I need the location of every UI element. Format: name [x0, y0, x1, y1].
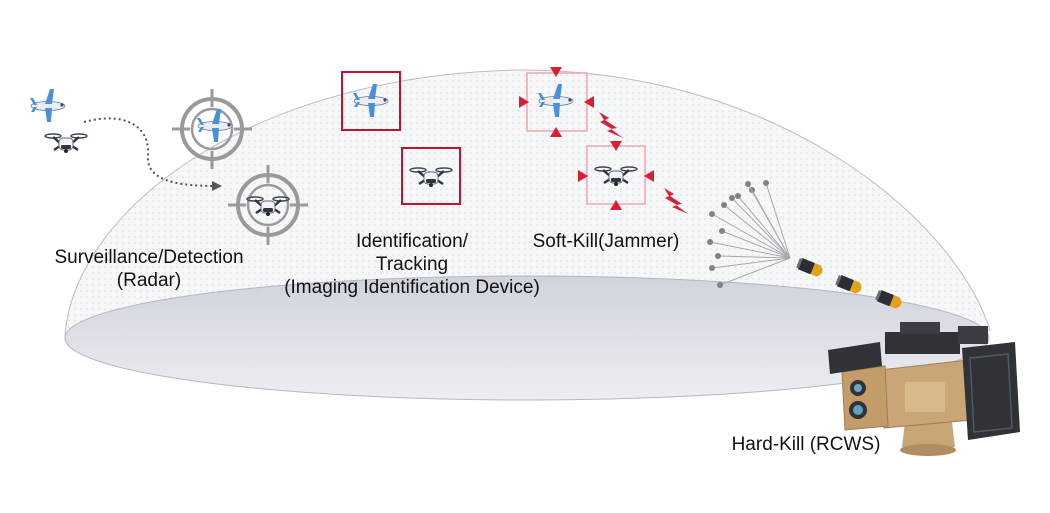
protection-dome	[64, 69, 991, 401]
jamming-markers-quad	[578, 141, 654, 210]
surveillance-label-line1: Surveillance/Detection	[54, 247, 244, 268]
identification-label: Identification/ Tracking (Imaging Identi…	[262, 230, 562, 299]
surveillance-label-line2: (Radar)	[116, 270, 182, 291]
fragment-ray	[711, 213, 791, 259]
softkill-label: Soft-Kill(Jammer)	[516, 230, 696, 253]
surveillance-stage	[29, 87, 310, 247]
fragment-pellet	[745, 181, 751, 187]
surveillance-label: Surveillance/Detection (Radar)	[34, 246, 264, 292]
fragment-pellet	[729, 195, 735, 201]
fragment-ray	[709, 241, 791, 259]
fragment-pellet	[735, 193, 741, 199]
fragment-pellet	[709, 211, 715, 217]
softkill-label-line1: Soft-Kill(Jammer)	[532, 231, 680, 252]
fragment-ray	[723, 204, 791, 259]
fragment-pellet	[719, 228, 725, 234]
jamming-markers-plane	[519, 67, 594, 137]
fragment-ray	[731, 197, 791, 259]
tracking-frame-quad	[401, 147, 461, 205]
identification-label-line3: (Imaging Identification Device)	[284, 277, 540, 298]
fragment-ray	[721, 230, 791, 259]
fragment-ray	[719, 257, 791, 286]
fragment-ray	[737, 195, 791, 259]
identification-label-line1: Identification/	[356, 231, 468, 252]
hardkill-label: Hard-Kill (RCWS)	[716, 433, 896, 456]
softkill-stage	[519, 67, 688, 214]
quadcopter-drone-icon	[43, 132, 89, 155]
fragment-ray	[711, 257, 791, 269]
identification-stage	[341, 71, 461, 205]
fragment-pellet	[715, 253, 721, 259]
detection-path-arrow	[83, 117, 216, 187]
fragment-pellet	[717, 282, 723, 288]
fragment-ray	[747, 183, 791, 259]
rcws-turret-icon	[828, 322, 1020, 456]
fragment-pellet	[763, 180, 769, 186]
fragment-ray	[717, 255, 791, 259]
tracking-frame-plane	[341, 71, 401, 131]
hardkill-label-line1: Hard-Kill (RCWS)	[731, 434, 881, 455]
fragment-ray	[765, 182, 791, 259]
fragment-pellet	[721, 202, 727, 208]
arrow-head-icon	[212, 181, 222, 191]
fixed-wing-drone-icon	[29, 88, 66, 123]
fragmentation-burst	[707, 180, 791, 288]
fragment-pellet	[707, 239, 713, 245]
fragment-pellet	[709, 265, 715, 271]
identification-label-line2: Tracking	[375, 254, 449, 275]
